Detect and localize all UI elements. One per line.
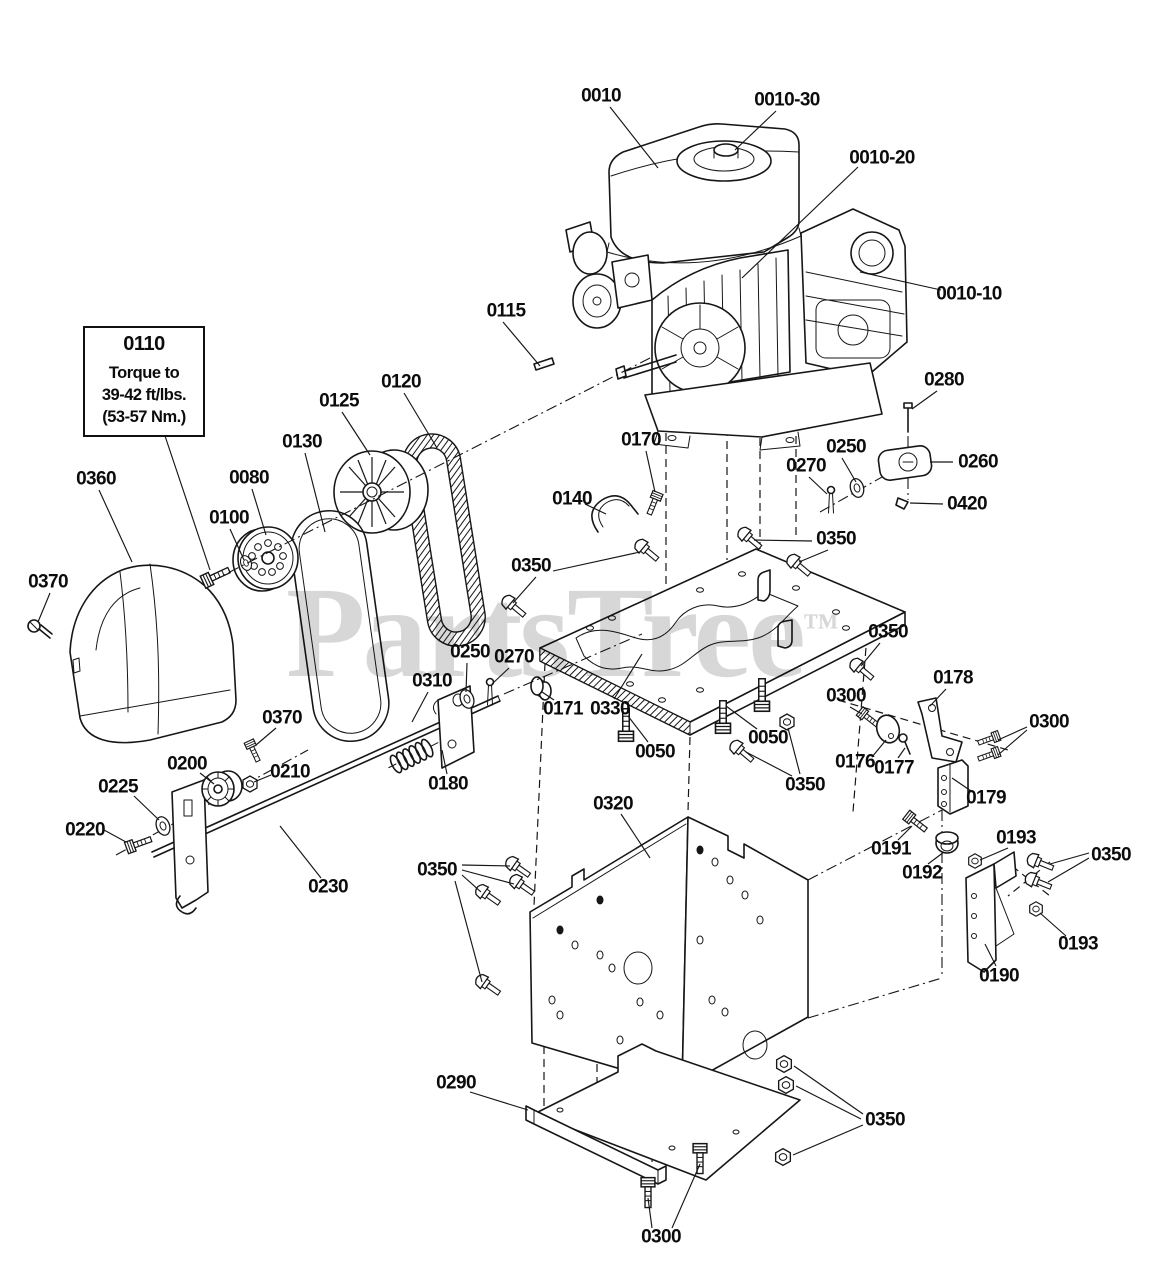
part-label-0050: 0050 <box>748 727 788 749</box>
part-label-0250: 0250 <box>826 436 866 458</box>
part-label-0350: 0350 <box>816 528 856 550</box>
part-label-0192: 0192 <box>902 862 942 884</box>
part-label-0178: 0178 <box>933 667 973 689</box>
part-label-0225: 0225 <box>98 776 138 798</box>
part-label-0170: 0170 <box>621 429 661 451</box>
part-label-0179: 0179 <box>966 787 1006 809</box>
engine-assembly <box>533 123 908 451</box>
part-label-0171: 0171 <box>543 698 583 720</box>
alignment-lines-front <box>217 357 651 695</box>
leader-lines <box>37 106 1090 1229</box>
part-label-0350: 0350 <box>785 774 825 796</box>
part-label-0300: 0300 <box>641 1226 681 1248</box>
support-bracket-cluster <box>807 809 1057 1019</box>
fan-pulley-0125 <box>333 449 429 534</box>
torque-note-line3: (53-57 Nm.) <box>102 407 186 426</box>
part-label-0350: 0350 <box>865 1109 905 1131</box>
part-label-0290: 0290 <box>436 1072 476 1094</box>
torque-note-line2: 39-42 ft/lbs. <box>101 385 187 404</box>
torque-note-box: 0110 Torque to 39-42 ft/lbs. (53-57 Nm.) <box>83 326 205 438</box>
part-label-0350: 0350 <box>511 555 551 577</box>
bottom-plate-0290 <box>525 1043 801 1209</box>
part-label-0220: 0220 <box>65 819 105 841</box>
torque-note-line1: Torque to <box>108 364 180 382</box>
bracket-0178 <box>917 697 963 763</box>
part-label-0193: 0193 <box>996 827 1036 849</box>
part-label-0330: 0330 <box>590 698 630 720</box>
part-label-0120: 0120 <box>381 371 421 393</box>
part-label-0140: 0140 <box>552 488 592 510</box>
part-label-0350: 0350 <box>417 859 457 881</box>
pulley-0080 <box>232 526 299 592</box>
part-label-0270: 0270 <box>786 455 826 477</box>
remote-bracket-assembly <box>819 402 933 514</box>
part-label-0420: 0420 <box>947 493 987 515</box>
part-label-0310: 0310 <box>412 670 452 692</box>
control-bracket-cluster <box>837 697 1009 815</box>
part-label-0210: 0210 <box>270 761 310 783</box>
part-label-0100: 0100 <box>209 507 249 529</box>
frame-0320 <box>472 816 809 1088</box>
part-label-0115: 0115 <box>486 300 526 322</box>
part-label-0190: 0190 <box>979 965 1019 987</box>
part-label-0370: 0370 <box>28 571 68 593</box>
idler-bracket-group <box>115 695 501 915</box>
part-label-0010-10: 0010-10 <box>936 283 1002 305</box>
bracket-0190 <box>965 863 997 973</box>
idler-pulley-0200 <box>201 770 243 807</box>
part-label-0270: 0270 <box>494 646 534 668</box>
bumper-0192 <box>935 831 959 854</box>
belt-0130 <box>290 509 390 743</box>
spring-0310 <box>388 738 439 774</box>
part-label-0191: 0191 <box>871 838 911 860</box>
part-label-0125: 0125 <box>319 390 359 412</box>
rod-clip-group <box>591 489 664 533</box>
part-label-0370: 0370 <box>262 707 302 729</box>
part-label-0130: 0130 <box>282 431 322 453</box>
tension-spring-group <box>388 676 552 774</box>
screw-0370-right <box>243 738 264 764</box>
part-label-0350: 0350 <box>1091 844 1131 866</box>
part-label-0300: 0300 <box>826 685 866 707</box>
part-label-0010-30: 0010-30 <box>754 89 820 111</box>
part-label-0080: 0080 <box>229 467 269 489</box>
torque-note-part-number: 0110 <box>123 333 165 355</box>
part-label-0350: 0350 <box>868 621 908 643</box>
part-label-0180: 0180 <box>428 773 468 795</box>
bracket-0179 <box>937 759 969 815</box>
belt-cover-0360 <box>27 563 264 764</box>
screw-0370-left <box>27 619 53 639</box>
part-label-0010: 0010 <box>581 85 621 107</box>
part-label-0320: 0320 <box>593 793 633 815</box>
part-label-0193: 0193 <box>1058 933 1098 955</box>
part-label-0250: 0250 <box>450 641 490 663</box>
part-label-0010-20: 0010-20 <box>849 147 915 169</box>
part-label-0176: 0176 <box>835 751 875 773</box>
engine-plate-0330 <box>498 523 906 767</box>
part-label-0177: 0177 <box>874 757 914 779</box>
plug-0171 <box>530 676 552 701</box>
part-label-0260: 0260 <box>958 451 998 473</box>
pin-0177 <box>898 733 911 755</box>
part-label-0230: 0230 <box>308 876 348 898</box>
part-label-0280: 0280 <box>924 369 964 391</box>
part-label-0050: 0050 <box>635 741 675 763</box>
part-label-0360: 0360 <box>76 468 116 490</box>
part-label-0300: 0300 <box>1029 711 1069 733</box>
pin-0270-left <box>485 677 495 706</box>
part-label-0200: 0200 <box>167 753 207 775</box>
